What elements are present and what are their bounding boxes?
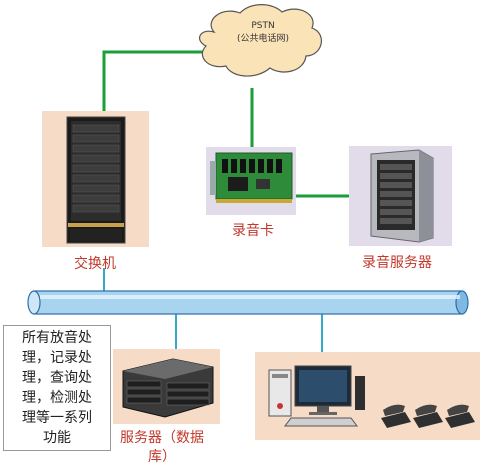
pstn-cloud [198, 4, 322, 77]
card-panel [206, 147, 296, 215]
phone-icon [445, 404, 475, 428]
workstation-phones-icon [268, 365, 475, 428]
pstn-subtitle: (公共电话网) [236, 34, 290, 44]
db-server-label-line2: 库） [148, 449, 176, 465]
pc-tower-icon [268, 369, 292, 417]
pstn-title: PSTN [251, 21, 275, 31]
description-line: 理，记录处 [22, 350, 92, 366]
description-line: 所有放音处 [22, 330, 92, 346]
db-server-panel [113, 349, 220, 424]
card-label: 录音卡 [232, 223, 274, 239]
description-line: 理，查询处 [22, 370, 92, 386]
speaker-icon [355, 376, 365, 410]
db-server-label: 服务器（数据 库） [120, 429, 204, 467]
function-description: 所有放音处 理，记录处 理，查询处 理，检测处 理等一系列 功能 [3, 325, 111, 451]
client-panel [255, 352, 480, 440]
link-switch-pstn [102, 50, 205, 122]
server-label: 录音服务器 [362, 255, 432, 271]
keyboard-icon [284, 417, 358, 427]
network-bus [27, 290, 469, 315]
switch-rack-icon [66, 116, 126, 244]
server-panel [349, 146, 452, 246]
db-server-icon [122, 358, 214, 418]
switch-panel [42, 111, 149, 247]
description-line: 功能 [43, 430, 71, 446]
pstn-label: PSTN (公共电话网) [224, 20, 302, 46]
phone-icon [413, 404, 443, 428]
recording-card-icon [210, 152, 293, 203]
description-line: 理，检测处 [22, 390, 92, 406]
monitor-icon [294, 365, 352, 415]
db-server-label-line1: 服务器（数据 [120, 430, 204, 446]
switch-label: 交换机 [74, 256, 116, 272]
recording-server-icon [370, 149, 434, 243]
phone-icon [381, 404, 411, 428]
description-line: 理等一系列 [22, 410, 92, 426]
